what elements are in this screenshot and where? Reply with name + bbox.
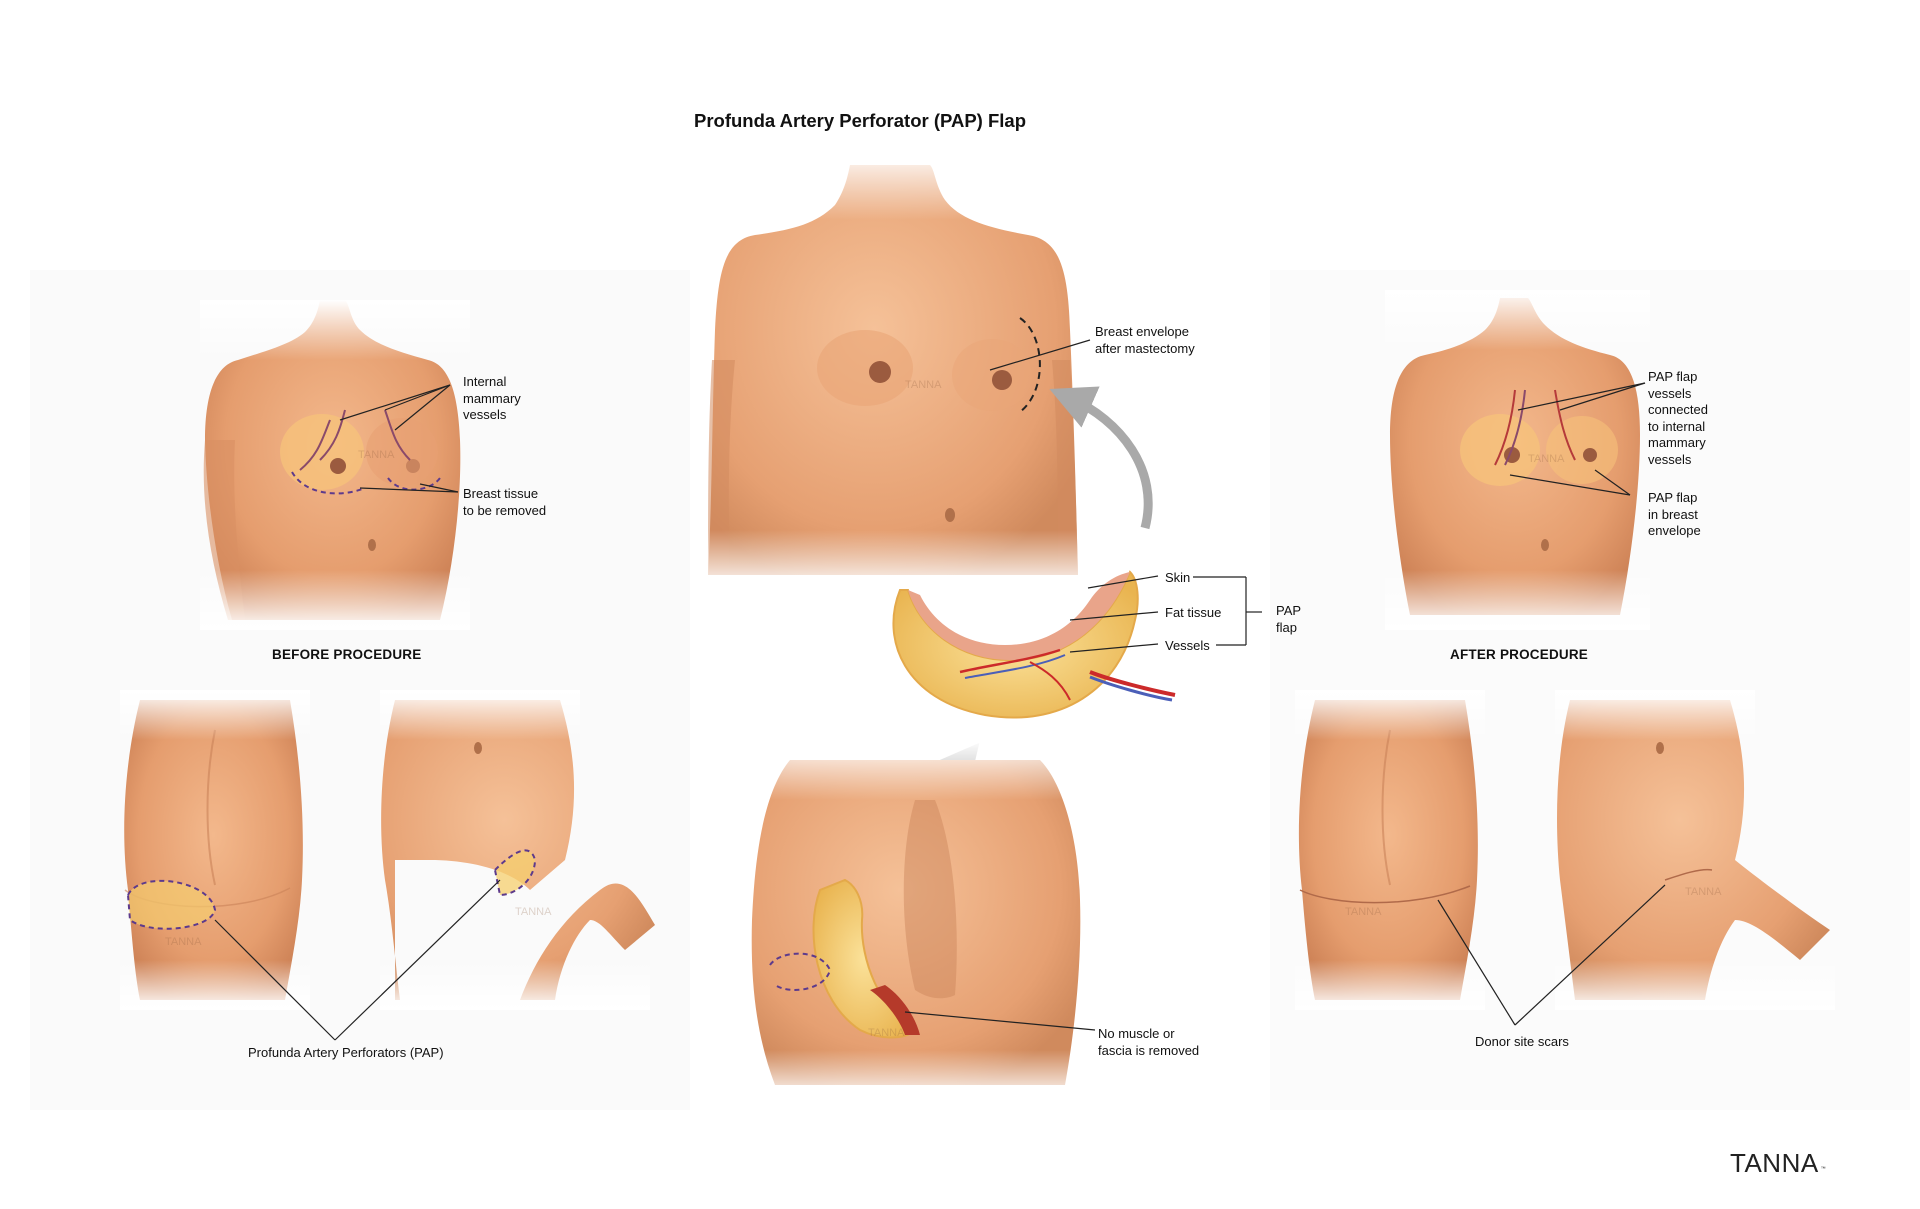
after-torso-figure [1385,290,1650,630]
label-breast-tissue-removed: Breast tissue to be removed [463,486,547,518]
section-after: AFTER PROCEDURE [1450,647,1589,662]
label-profunda-artery-perforators: Profunda Artery Perforators (PAP) [248,1045,444,1060]
watermark: TANNA [1528,453,1565,465]
after-buttock-figure [1295,690,1485,1010]
before-torso-figure [200,300,470,630]
center-buttock-figure [745,740,1095,1100]
logo-text: TANNA [1730,1148,1819,1178]
label-skin: Skin [1165,570,1191,585]
arrow-flap-to-breast [1049,386,1153,530]
watermark: TANNA [165,936,202,948]
pap-flap-bracket [1069,575,1262,653]
page-title: Profunda Artery Perforator (PAP) Flap [693,110,1026,131]
label-pap-flap-vessels-connected: PAP flap vessels connected to internal m… [1648,369,1708,467]
watermark: TANNA [905,379,942,391]
after-thigh-figure [1555,690,1835,1010]
center-torso-figure [700,150,1090,590]
label-pap-flap: PAP flap [1276,603,1302,635]
label-no-muscle-or-fascia: No muscle or fascia is removed [1098,1026,1200,1058]
logo-mark: ™ [1820,1166,1827,1172]
watermark: TANNA [1685,886,1722,898]
label-donor-site-scars: Donor site scars [1475,1034,1569,1049]
label-internal-mammary-vessels: Internal mammary vessels [463,374,521,422]
leader-lines [214,339,1666,1041]
watermark: TANNA [358,449,395,461]
before-buttock-figure [120,690,310,1010]
label-fat-tissue: Fat tissue [1165,605,1222,620]
watermark: TANNA [1345,906,1382,918]
label-pap-flap-in-envelope: PAP flap in breast envelope [1648,490,1701,538]
section-before: BEFORE PROCEDURE [272,647,422,662]
watermark: TANNA [868,1027,905,1039]
watermarks: TANNA TANNA TANNA TANNA TANNA TANNA TANN… [165,379,1722,1039]
pap-flap-figure [892,570,1176,719]
label-vessels: Vessels [1165,638,1210,653]
before-thigh-figure [380,690,655,1010]
watermark: TANNA [515,906,552,918]
label-breast-envelope: Breast envelope after mastectomy [1095,324,1195,356]
